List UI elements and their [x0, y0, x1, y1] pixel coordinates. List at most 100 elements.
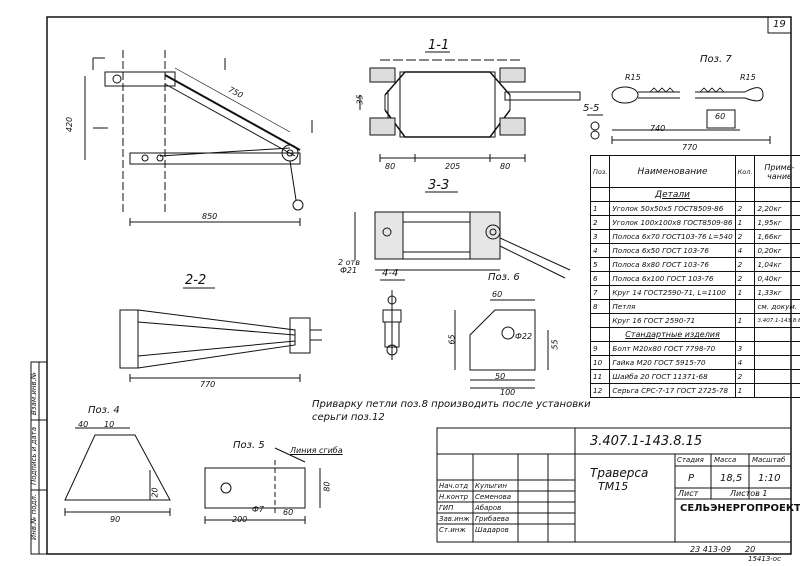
stamp-role: Зав.инж: [439, 515, 470, 523]
dim-r15b: R15: [740, 73, 756, 82]
scale-label: Масштаб: [752, 456, 786, 464]
corner-code: 15413-ос: [748, 555, 781, 563]
spec-header-name: Наименование: [609, 155, 736, 188]
section-3-3: [354, 191, 571, 279]
dim-r15a: R15: [625, 73, 641, 82]
dim-f21: Ф21: [340, 266, 358, 275]
dim-10: 10: [104, 420, 115, 429]
dim-100: 100: [500, 388, 516, 397]
section-title-5-5: 5-5: [583, 103, 600, 114]
section-5-5: [587, 114, 603, 140]
dim-850: 850: [202, 212, 218, 221]
section-title-1-1: 1-1: [428, 38, 450, 53]
dim-f22: Ф22: [515, 332, 533, 341]
dim-60: 60: [715, 112, 726, 121]
side-label-inv: Инв.№ подл.: [30, 493, 38, 540]
side-label-sign: Подпись и дата: [30, 427, 38, 485]
stamp-role: Н.контр: [439, 493, 469, 501]
bottom-code: 23 413-09: [690, 545, 732, 554]
bottom-num: 20: [745, 545, 756, 554]
doc-code: 3.407.1-143.8.15: [590, 434, 703, 449]
stamp-role: Ст.инж: [439, 526, 466, 534]
dim-40: 40: [78, 420, 89, 429]
dim-f7: Ф7: [252, 505, 264, 514]
poz6-view: [454, 299, 549, 389]
org-name: СЕЛЬЭНЕРГОПРОЕКТ: [680, 503, 800, 514]
poz5-title: Поз. 5: [233, 440, 265, 451]
side-label-vzam: Взам.инв.№: [30, 371, 38, 415]
section-title-3-3: 3-3: [428, 178, 450, 193]
stamp-name: Кулыгин: [475, 482, 507, 490]
main-view: [84, 50, 313, 226]
dim-770b: 770: [682, 143, 698, 152]
poz7-view: [611, 86, 771, 144]
dim-740: 740: [650, 124, 666, 133]
dim-60b: 60: [492, 290, 503, 299]
dim-420: 420: [65, 116, 75, 133]
poz5-view: [204, 447, 321, 524]
bend-line-label: Линия сгиба: [290, 446, 343, 455]
section-1-1: [359, 51, 581, 162]
dim-80c: 80: [322, 481, 332, 492]
dim-770: 770: [200, 380, 216, 389]
poz6-title: Поз. 6: [488, 272, 520, 283]
section-2-2: [119, 287, 322, 382]
spec-header-qty: Кол.: [734, 155, 756, 188]
stamp-role: ГИП: [439, 504, 454, 512]
page-number-box: [767, 16, 792, 34]
side-stamp: [30, 361, 48, 555]
page-number: 19: [773, 19, 786, 30]
poz4-view: [64, 427, 171, 516]
mass-value: 18,5: [720, 473, 743, 484]
stamp-name: Семенова: [475, 493, 512, 501]
stamp-name: Грибаева: [475, 515, 510, 523]
spec-section-parts: Детали: [609, 187, 736, 202]
dim-90: 90: [110, 515, 121, 524]
dim-2otv: 2 отв: [338, 258, 360, 267]
poz7-title: Поз. 7: [700, 54, 732, 65]
spec-header-note: Приме-чание: [754, 155, 800, 188]
stage-label: Стадия: [677, 456, 704, 464]
section-4-4: [380, 279, 405, 360]
dim-20: 20: [150, 487, 160, 498]
stamp-name: Абаров: [475, 504, 502, 512]
dim-55: 55: [550, 339, 560, 350]
sheet-label: Лист: [678, 489, 699, 498]
doc-mark: ТМ15: [598, 480, 629, 493]
doc-title: Траверса: [590, 466, 649, 480]
spec-header-pos: Поз.: [589, 155, 611, 188]
stamp-name: Шадаров: [475, 526, 509, 534]
welding-note: Приварку петли поз.8 производить после у…: [312, 399, 591, 423]
spec-section-std: Стандартные изделия: [609, 327, 736, 342]
dim-65: 65: [447, 334, 457, 345]
dim-50: 50: [495, 372, 506, 381]
title-block: [436, 427, 792, 543]
dim-80b: 80: [500, 162, 511, 171]
stage-value: Р: [688, 473, 695, 484]
dim-200: 200: [232, 515, 248, 524]
mass-label: Масса: [714, 456, 737, 464]
section-title-2-2: 2-2: [185, 273, 207, 288]
dim-205: 205: [445, 162, 461, 171]
dim-80a: 80: [385, 162, 396, 171]
scale-value: 1:10: [758, 473, 781, 484]
stamp-role: Нач.отд: [439, 482, 469, 490]
poz4-title: Поз. 4: [88, 405, 120, 416]
sheets-label: Листов 1: [730, 489, 768, 498]
section-title-4-4: 4-4: [382, 268, 399, 279]
dim-35: 35: [355, 94, 365, 105]
specification-table: Поз. Наименование Кол. Приме-чание Детал…: [589, 155, 800, 398]
